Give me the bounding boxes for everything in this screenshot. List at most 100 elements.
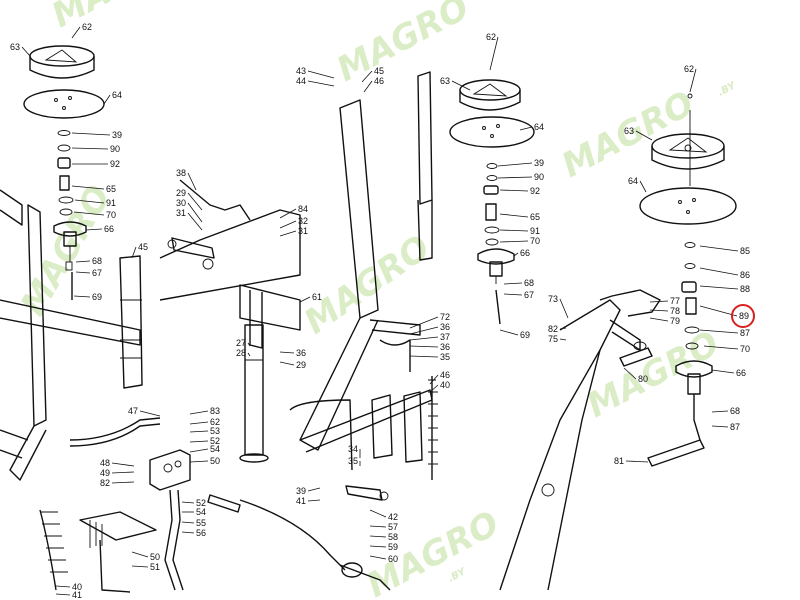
part-number: 56 <box>196 528 206 538</box>
leader-line <box>307 80 335 87</box>
part-label: 62 <box>486 32 499 71</box>
leader-line <box>499 240 529 243</box>
part-label: 81 <box>614 456 649 466</box>
leader-line <box>699 285 739 290</box>
part-label: 63 <box>624 126 653 141</box>
part-label: 67 <box>75 268 102 278</box>
part-label: 68 <box>75 256 102 266</box>
part-label: 70 <box>703 344 750 354</box>
part-number: 47 <box>128 406 138 416</box>
part-label: 55 <box>181 518 206 528</box>
part-number: 36 <box>440 322 450 332</box>
part-label: 73 <box>548 294 569 319</box>
leader-line <box>429 384 439 393</box>
part-number: 31 <box>298 226 308 236</box>
part-number: 68 <box>524 278 534 288</box>
part-label: 70 <box>73 210 116 220</box>
watermark-text: MAGRO <box>580 323 725 426</box>
part-number: 81 <box>614 456 624 466</box>
part-number: 62 <box>82 22 92 32</box>
leader-line <box>499 213 529 218</box>
leader-line <box>513 252 519 257</box>
leader-line <box>369 545 387 548</box>
leader-line <box>74 199 105 204</box>
part-label: 28 <box>236 348 251 358</box>
part-number: 82 <box>548 324 558 334</box>
part-number: 39 <box>534 158 544 168</box>
leader-line <box>409 345 439 348</box>
part-label: 72 <box>409 312 450 329</box>
part-number: 63 <box>624 126 634 136</box>
part-label: 66 <box>513 248 530 258</box>
part-label: 36 <box>409 322 450 335</box>
part-number: 70 <box>740 344 750 354</box>
part-number: 64 <box>112 90 122 100</box>
part-number: 85 <box>740 246 750 256</box>
part-label: 29 <box>176 188 203 211</box>
part-label: 39 <box>296 486 321 496</box>
leader-line <box>279 230 297 237</box>
part-number: 40 <box>72 582 82 592</box>
part-number: 69 <box>520 330 530 340</box>
part-number: 83 <box>210 406 220 416</box>
part-label: 59 <box>369 542 398 552</box>
leader-line <box>279 220 297 229</box>
part-label: 45 <box>131 242 148 259</box>
part-label: 69 <box>499 329 530 340</box>
leader-line <box>497 176 533 179</box>
part-number: 36 <box>296 348 306 358</box>
part-label: 66 <box>85 224 114 234</box>
leader-line <box>559 338 567 341</box>
leader-line <box>649 317 669 322</box>
leader-line <box>409 336 439 341</box>
leader-line <box>409 316 439 329</box>
part-number: 69 <box>92 292 102 302</box>
leader-line <box>111 481 135 484</box>
leader-line <box>279 361 295 366</box>
part-number: 50 <box>210 456 220 466</box>
part-number: 32 <box>298 216 308 226</box>
part-label: 27 <box>236 338 251 348</box>
part-number: 88 <box>740 284 750 294</box>
leader-line <box>71 132 111 136</box>
part-label: 31 <box>279 226 308 237</box>
part-label: 52 <box>181 498 206 508</box>
part-label: 46 <box>429 370 450 385</box>
leader-line <box>559 298 569 319</box>
part-label: 50 <box>131 551 160 562</box>
part-number: 37 <box>440 332 450 342</box>
center-left-frame <box>159 179 391 591</box>
part-label: 46 <box>363 76 384 93</box>
leader-line <box>703 345 739 350</box>
part-number: 54 <box>196 507 206 517</box>
part-label: 62 <box>71 22 92 39</box>
leader-line <box>187 172 197 191</box>
part-label: 68 <box>711 406 740 416</box>
leader-line <box>451 80 471 91</box>
leader-line <box>519 126 533 131</box>
part-number: 29 <box>176 188 186 198</box>
leader-line <box>635 130 653 141</box>
part-label: 31 <box>176 208 203 231</box>
part-label: 66 <box>711 368 746 378</box>
leader-line <box>429 374 439 385</box>
part-label: 85 <box>699 245 750 256</box>
part-number: 49 <box>100 468 110 478</box>
part-label: 49 <box>100 468 135 478</box>
leader-line <box>247 342 251 347</box>
center-rotor-assembly <box>449 79 535 325</box>
leader-line <box>649 309 669 312</box>
part-number: 34 <box>348 444 358 454</box>
left-rotor-assembly <box>0 45 143 591</box>
part-number: 44 <box>296 76 306 86</box>
leader-line <box>299 296 311 303</box>
leader-line <box>187 202 203 223</box>
part-number: 45 <box>138 242 148 252</box>
part-number: 30 <box>176 198 186 208</box>
watermark-suffix: .BY <box>716 80 739 99</box>
leader-line <box>73 211 105 216</box>
hydraulic-block <box>69 417 241 593</box>
part-number: 64 <box>628 176 638 186</box>
leader-line <box>369 555 387 560</box>
